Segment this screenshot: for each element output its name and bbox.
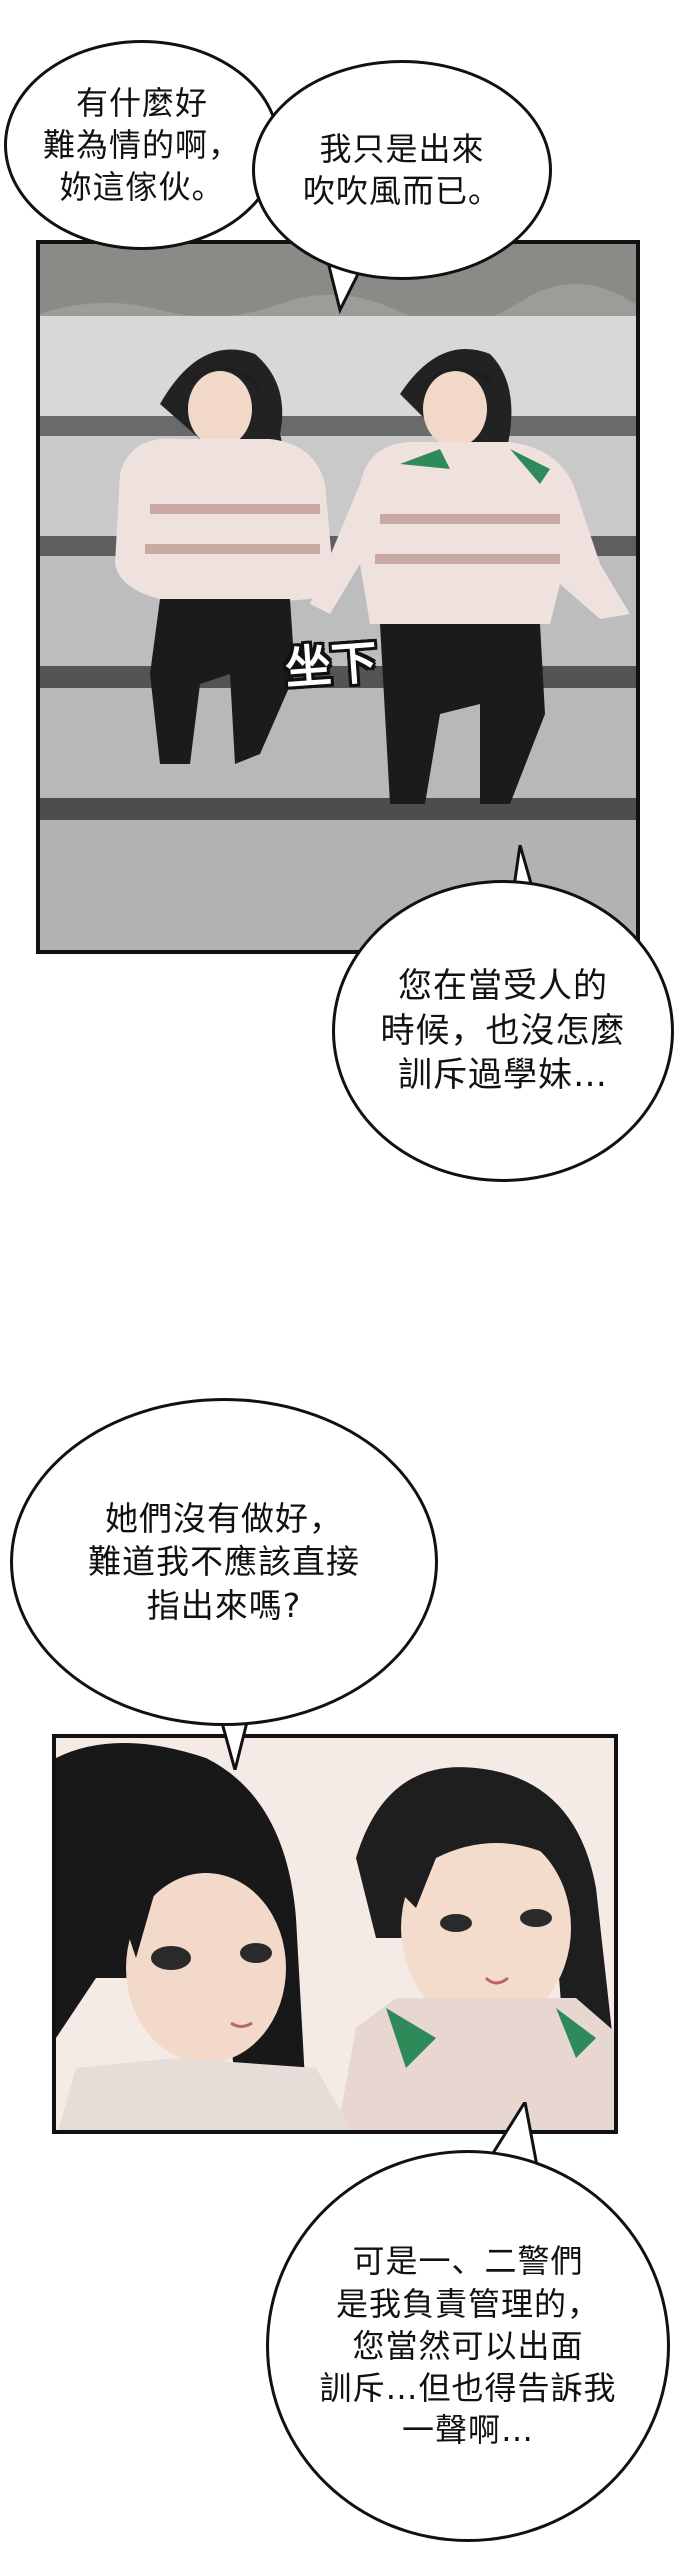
closeup-illustration [56, 1738, 614, 2130]
panel-closeup [52, 1734, 618, 2134]
speech-text: 她們沒有做好， 難道我不應該直接 指出來嗎? [88, 1498, 360, 1625]
speech-text: 可是一、二警們 是我負責管理的， 您當然可以出面 訓斥…但也得告訴我 一聲啊… [319, 2242, 617, 2450]
speech-bubble-2: 我只是出來 吹吹風而已。 [252, 60, 552, 280]
sfx-sit-down: 坐下 [283, 634, 379, 696]
speech-text: 我只是出來 吹吹風而已。 [302, 129, 501, 210]
speech-text: 有什麼好 難為情的啊， 妳這傢伙。 [42, 83, 241, 207]
speech-text: 您在當受人的 時候，也沒怎麼 訓斥過學妹… [380, 965, 626, 1096]
stairs-illustration [40, 244, 636, 950]
speech-bubble-3: 您在當受人的 時候，也沒怎麼 訓斥過學妹… [332, 880, 674, 1182]
speech-bubble-1: 有什麼好 難為情的啊， 妳這傢伙。 [4, 40, 280, 250]
speech-bubble-4: 她們沒有做好， 難道我不應該直接 指出來嗎? [10, 1398, 438, 1726]
speech-bubble-5: 可是一、二警們 是我負責管理的， 您當然可以出面 訓斥…但也得告訴我 一聲啊… [266, 2150, 670, 2542]
